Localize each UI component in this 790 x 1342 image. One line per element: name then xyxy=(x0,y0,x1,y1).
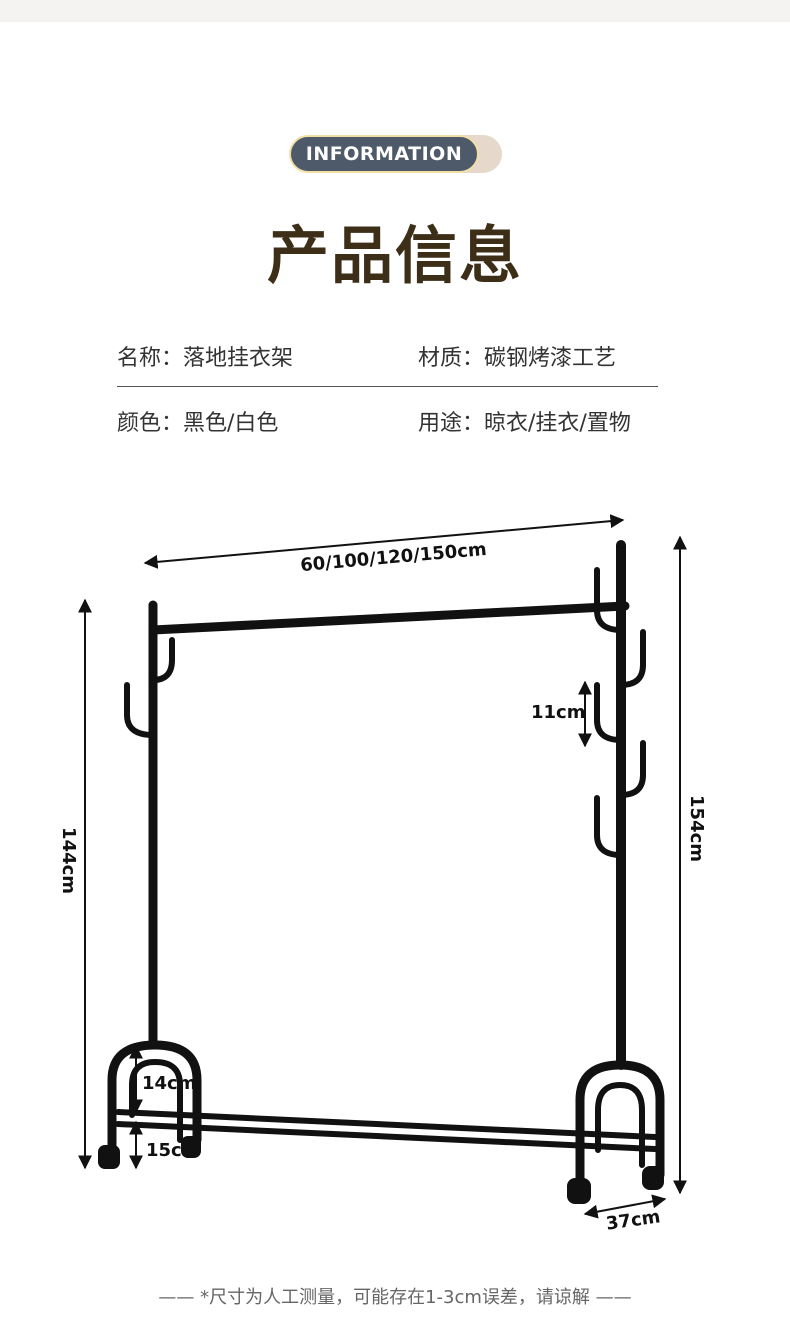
left-height-label: 144cm xyxy=(58,827,79,894)
spec-color: 颜色：黑色/白色 xyxy=(117,411,279,436)
top-band xyxy=(0,0,790,22)
dimension-arrows xyxy=(78,514,687,1219)
hook-spacing-label: 11cm xyxy=(531,702,586,723)
rack-frame xyxy=(107,540,665,1190)
divider xyxy=(117,386,658,387)
measurement-note: —— *尺寸为人工测量，可能存在1-3cm误差，请谅解 —— xyxy=(158,1287,632,1308)
right-height-label: 154cm xyxy=(686,795,707,862)
spec-name: 名称：落地挂衣架 xyxy=(117,346,294,371)
base-height-label: 14cm xyxy=(142,1073,197,1094)
page-title: 产品信息 xyxy=(266,219,523,292)
shelf-height-label: 15cm xyxy=(146,1140,201,1161)
information-badge: INFORMATION xyxy=(289,135,479,173)
spec-usage: 用途：晾衣/挂衣/置物 xyxy=(418,411,631,436)
spec-material: 材质：碳钢烤漆工艺 xyxy=(418,346,617,371)
